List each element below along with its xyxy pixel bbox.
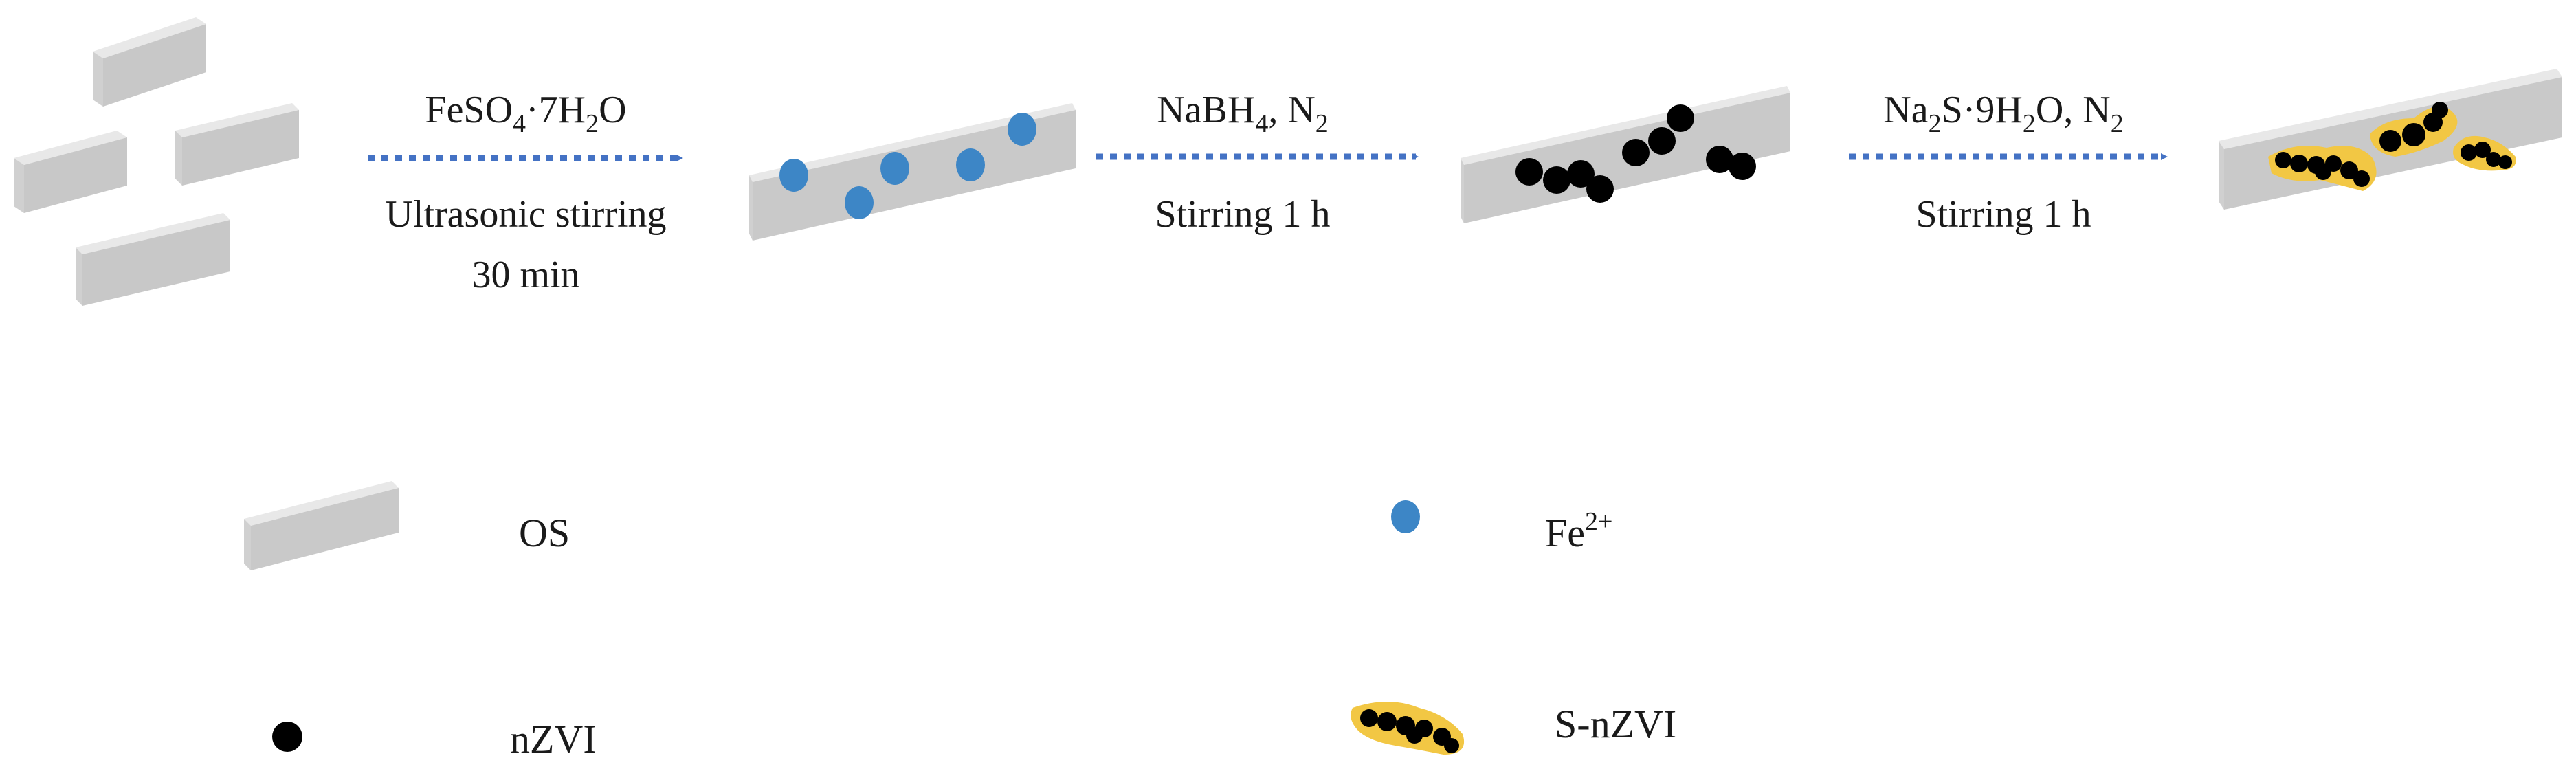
formula-subscript: 2 [1929,109,1942,138]
nzvi-particle-icon [1515,158,1614,203]
step-2-reagent: NaBH4, N2 [1157,89,1329,138]
formula-text: Na [1883,89,1928,131]
fe-charge: 2+ [1585,507,1612,536]
legend-label-fe2: Fe2+ [1545,507,1612,555]
formula-subscript: 4 [1255,109,1268,138]
formula-text: O, N [2036,89,2111,131]
nzvi-particle-icon [272,722,302,752]
formula-text: FeSO [425,89,513,131]
fe2-ion-icon [1008,113,1036,146]
formula-subscript: 4 [513,109,526,138]
legend-item-s-nzvi: S-nZVI [1351,702,1676,755]
fe2-ion-icon [880,152,909,185]
fe-base: Fe [1545,511,1585,555]
legend-item-fe2: Fe2+ [1391,500,1612,555]
step-3-condition-line-1: Stirring 1 h [1916,193,2091,236]
step-1: FeSO4·7H2O Ultrasonic stirring 30 min [368,89,683,296]
formula-text: O [599,89,626,131]
raw-os-slabs [14,17,299,306]
nzvi-particle-icon [1622,104,1694,166]
formula-subscript: 2 [1315,109,1329,138]
s-nzvi-particle-icon [1351,702,1465,755]
fe2-ion-icon [1391,500,1420,533]
os-slab-icon [93,17,206,107]
step-1-reagent: FeSO4·7H2O [425,89,626,138]
formula-text: , N [1268,89,1315,131]
formula-text: S·9H [1942,89,2023,131]
formula-text: ·7H [526,89,586,131]
os-with-fe-ions [749,103,1076,241]
step-3-reagent: Na2S·9H2O, N2 [1883,89,2123,138]
os-slab-icon [244,481,399,570]
step-1-condition-line-2: 30 min [471,254,579,296]
formula-subscript: 2 [2023,109,2036,138]
formula-subscript: 2 [2111,109,2124,138]
formula-subscript: 2 [586,109,599,138]
os-slab-icon [175,103,299,186]
legend-label-s-nzvi: S-nZVI [1555,702,1676,746]
os-with-s-nzvi [2219,69,2562,210]
fe2-ion-icon [845,186,874,219]
step-3: Na2S·9H2O, N2 Stirring 1 h [1849,89,2168,236]
os-slab-icon [76,213,230,306]
legend-item-os: OS [244,481,570,570]
step-1-condition-line-1: Ultrasonic stirring [385,193,666,236]
formula-text: NaBH [1157,89,1255,131]
os-slab-icon [14,131,127,213]
legend-label-os: OS [519,511,570,555]
legend: OS Fe2+ nZVI S-nZVI [244,481,1676,761]
legend-item-nzvi: nZVI [272,717,597,761]
s-nzvi-particle-icon [2268,145,2377,191]
s-nzvi-particle-icon [2453,135,2516,171]
step-2-condition-line-1: Stirring 1 h [1155,193,1330,236]
s-nzvi-particle-icon [2370,102,2458,157]
os-slab-icon [749,103,1076,241]
fe2-ion-icon [779,159,808,192]
os-with-nzvi [1461,86,1790,223]
legend-label-nzvi: nZVI [510,717,597,761]
fe2-ion-icon [956,148,985,181]
step-2: NaBH4, N2 Stirring 1 h [1096,89,1419,236]
nzvi-particle-icon [1706,146,1756,180]
